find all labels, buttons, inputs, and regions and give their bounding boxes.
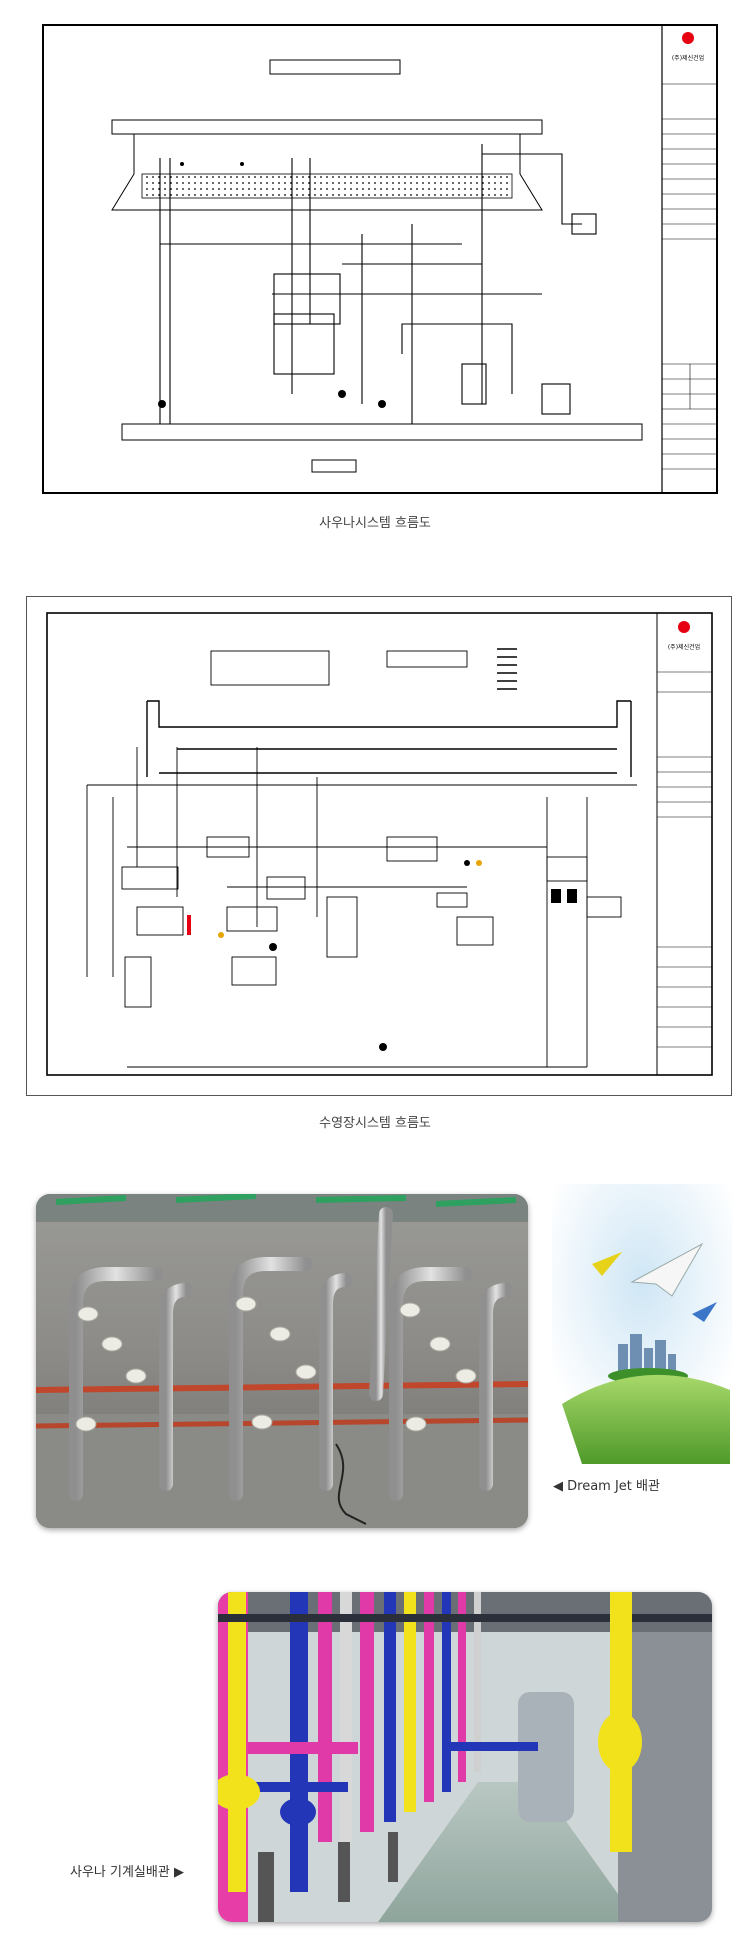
company-name: (주)제신건업 [672, 54, 704, 62]
machine-room-label: 사우나 기계실배관 ▶ [70, 1861, 184, 1880]
company-logo-icon [682, 32, 694, 44]
paper-plane-illustration [552, 1184, 732, 1464]
eco-city-illustration [552, 1184, 732, 1464]
pool-diagram-drawing: (주)제신건업 [46, 612, 713, 1076]
sauna-diagram-drawing: (주)제신건업 [42, 24, 718, 494]
left-arrow-icon: ◀ [553, 1479, 563, 1494]
sauna-machine-room-photo [218, 1592, 712, 1922]
dream-jet-piping-image [36, 1194, 528, 1528]
pool-system-diagram: (주)제신건업 [26, 596, 732, 1096]
company-name: (주)제신건업 [668, 643, 700, 651]
right-arrow-icon: ▶ [173, 1865, 184, 1880]
dream-jet-label-text: Dream Jet 배관 [567, 1479, 660, 1494]
dream-jet-piping-photo [36, 1194, 528, 1528]
sauna-diagram-caption: 사우나시스템 흐름도 [319, 516, 431, 531]
machine-room-piping-image [218, 1592, 712, 1922]
company-logo-icon [678, 621, 690, 633]
machine-room-label-text: 사우나 기계실배관 [70, 1865, 170, 1880]
dream-jet-label: ◀ Dream Jet 배관 [553, 1475, 660, 1494]
sauna-system-diagram: (주)제신건업 [42, 24, 718, 494]
pool-diagram-caption: 수영장시스템 흐름도 [319, 1116, 431, 1131]
